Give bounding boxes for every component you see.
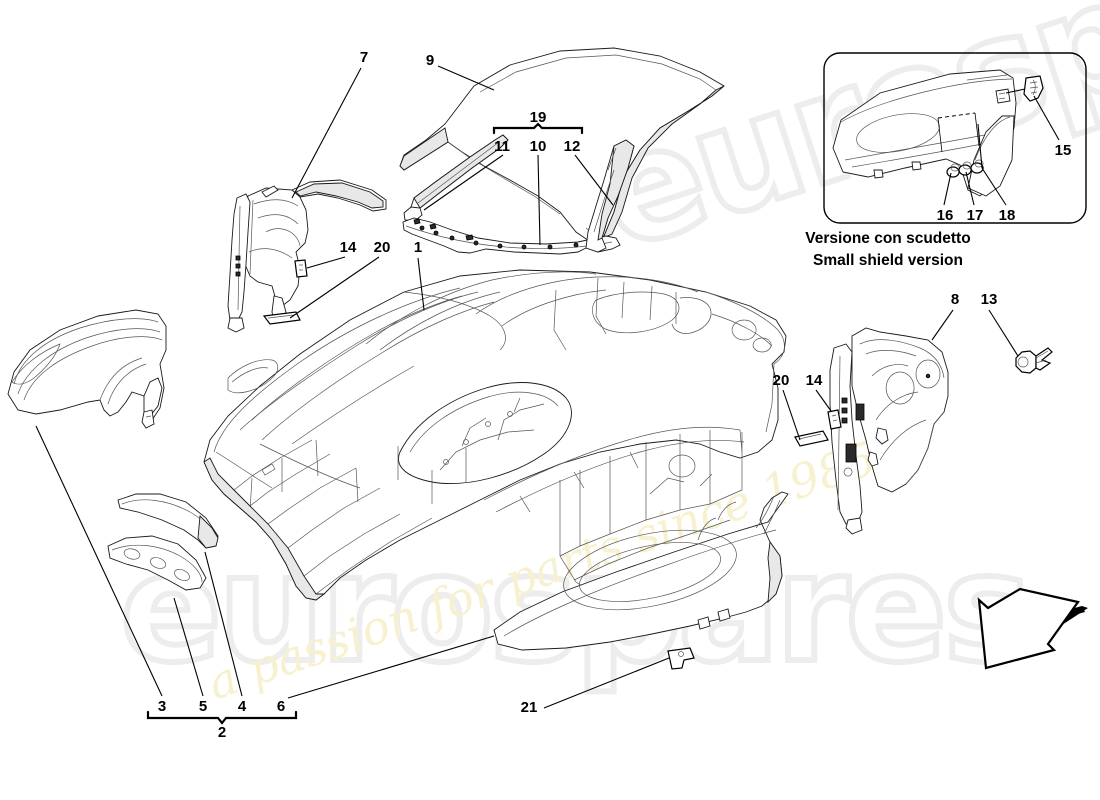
inset-fender-drawing	[832, 69, 1017, 197]
callout-2: 2	[218, 724, 226, 741]
callout-16: 16	[937, 207, 954, 224]
inset-leaders	[943, 88, 1060, 206]
inset-small-shield-version: 15 16 17 18 Versione con scudetto Small …	[805, 52, 1087, 269]
callout-6: 6	[277, 698, 285, 715]
part-left-windscreen-pillar	[403, 134, 509, 222]
callout-13: 13	[981, 291, 998, 308]
callout-20-left: 20	[374, 239, 391, 256]
group-brackets-layer	[146, 122, 584, 725]
part-bracket-14-right	[827, 409, 842, 430]
part-body-shell	[203, 269, 787, 615]
callout-11: 11	[494, 138, 510, 155]
callout-4: 4	[238, 698, 247, 715]
part-bracket-14-left	[294, 259, 308, 278]
part-sill-cover-panel	[117, 493, 219, 549]
callout-18: 18	[999, 207, 1016, 224]
callout-3: 3	[158, 698, 166, 715]
direction-arrow	[977, 587, 1088, 670]
callout-8: 8	[951, 291, 959, 308]
callout-numbers-layer: 7 9 19 11 10 12 14 20 1 8 13 20 14 3 5 4…	[158, 49, 998, 741]
callout-5: 5	[199, 698, 207, 715]
leader-lines-layer	[35, 65, 1019, 709]
part-front-bumper-trim	[493, 491, 789, 651]
inset-border	[823, 52, 1087, 224]
callout-9: 9	[426, 52, 434, 69]
shield-emblem-part	[1023, 75, 1044, 102]
callout-17: 17	[967, 207, 984, 224]
callout-12: 12	[564, 138, 581, 155]
callout-19: 19	[530, 109, 547, 126]
part-front-wing-panel	[7, 309, 167, 429]
part-right-windscreen-pillar	[585, 139, 635, 253]
part-rear-quarter-panel	[829, 327, 949, 535]
callout-20-right: 20	[773, 372, 790, 389]
part-roof-panel	[399, 47, 725, 244]
inset-caption-english: Small shield version	[813, 252, 963, 269]
callout-1: 1	[414, 239, 422, 256]
part-sill-reinforcement	[107, 535, 207, 591]
callout-15: 15	[1055, 142, 1072, 159]
inset-nuts-group	[946, 159, 984, 178]
inset-caption-italian: Versione con scudetto	[805, 230, 970, 247]
part-front-inner-wing-panel	[227, 179, 387, 333]
callout-10: 10	[530, 138, 547, 155]
part-screw-13	[1015, 347, 1053, 374]
callout-21: 21	[521, 699, 538, 716]
callout-7: 7	[360, 49, 368, 66]
part-reinforcement-strip-20-left	[262, 311, 301, 325]
callout-14-right: 14	[806, 372, 823, 389]
part-rear-bumper-bracket	[667, 647, 695, 670]
callout-14-left: 14	[340, 239, 357, 256]
part-reinforcement-strip-20-right	[794, 430, 829, 447]
